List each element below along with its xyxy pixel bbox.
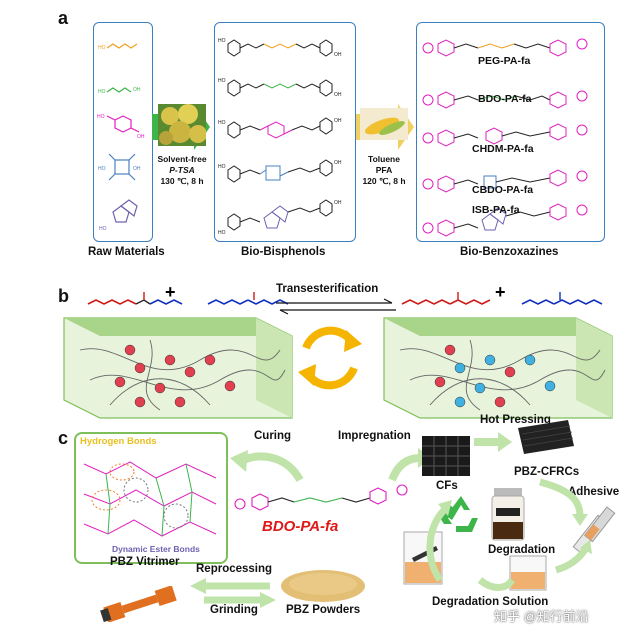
reprocessing-label: Reprocessing xyxy=(196,563,273,575)
degradation-label: Degradation xyxy=(488,544,556,556)
product-bdo: BDO-PA-fa xyxy=(478,93,532,105)
panel-b-letter: b xyxy=(58,286,69,306)
panel-a-letter: a xyxy=(58,8,69,28)
cbdo-structure xyxy=(108,153,136,181)
ester-product-right xyxy=(401,292,603,305)
curing-label: Curing xyxy=(254,430,292,442)
product-chdm: CHDM-PA-fa xyxy=(472,143,534,155)
svg-text:OH: OH xyxy=(137,134,145,140)
degradation-vial-icon xyxy=(491,488,525,541)
step2-line2: PFA xyxy=(375,165,393,175)
bdo-structure xyxy=(106,87,132,93)
svg-text:HO: HO xyxy=(218,38,226,44)
adhesive-joint-icon xyxy=(572,506,616,554)
degradation-solution-label: Degradation Solution xyxy=(432,596,549,608)
adhesive-label: Adhesive xyxy=(568,486,620,498)
product-peg: PEG-PA-fa xyxy=(478,55,531,67)
raw-material-structures: HO HO OH HO OH HO OH HO xyxy=(97,43,145,232)
benzoxazines-title: Bio-Benzoxazines xyxy=(460,246,559,258)
plus-right: + xyxy=(495,282,506,302)
svg-text:HO: HO xyxy=(218,164,226,170)
monomer-label: BDO-PA-fa xyxy=(262,518,339,535)
peg-structure xyxy=(106,43,138,49)
equilibrium-arrows xyxy=(276,298,396,315)
ester-reactant-left xyxy=(87,292,289,305)
hydrogen-bonds-label: Hydrogen Bonds xyxy=(80,436,157,447)
svg-text:HO: HO xyxy=(218,78,226,84)
step2-line1: Toluene xyxy=(368,154,400,164)
dynamic-ester-bonds-label: Dynamic Ester Bonds xyxy=(112,544,200,554)
svg-text:HO: HO xyxy=(98,166,106,172)
beaker-right-icon xyxy=(509,555,547,591)
svg-text:OH: OH xyxy=(133,87,141,93)
cfrc-plate-icon xyxy=(518,420,574,454)
step2-conditions: Toluene PFA 120 ℃, 8 h xyxy=(352,154,416,187)
cfrc-label: PBZ-CFRCs xyxy=(514,466,580,478)
network-block-right xyxy=(383,317,613,419)
corn-photo xyxy=(360,108,408,140)
svg-text:HO: HO xyxy=(218,120,226,126)
network-block-left xyxy=(63,317,293,419)
svg-text:OH: OH xyxy=(334,52,342,58)
grinding-arrow xyxy=(204,592,276,608)
step1-line2: P-TSA xyxy=(169,165,195,175)
svg-text:HO: HO xyxy=(98,45,106,51)
svg-text:OH: OH xyxy=(133,166,141,172)
svg-text:HO: HO xyxy=(97,114,105,120)
svg-text:HO: HO xyxy=(218,230,226,236)
pbz-powder-icon xyxy=(281,570,365,602)
pbz-powders-label: PBZ Powders xyxy=(286,604,361,616)
fruit-photo xyxy=(158,104,206,146)
dogbone-specimen-icon xyxy=(100,586,177,622)
svg-text:OH: OH xyxy=(334,118,342,124)
hot-pressing-label: Hot Pressing xyxy=(480,414,551,426)
bisphenol-structures: HO OH HO OH HO OH HO OH HO OH xyxy=(218,38,342,236)
benzoxazine-structures xyxy=(422,38,588,237)
recycle-flow-arrows xyxy=(426,478,592,591)
chdm-structure xyxy=(106,115,140,133)
svg-text:OH: OH xyxy=(334,92,342,98)
vitrimer-network xyxy=(83,461,217,537)
cfs-label: CFs xyxy=(436,480,458,492)
vitrimer-label: PBZ Vitrimer xyxy=(110,556,180,568)
reprocessing-arrow xyxy=(190,578,270,594)
reversible-cycle-arrows xyxy=(298,326,362,390)
panel-c-letter: c xyxy=(58,428,69,448)
benzoxazines-box xyxy=(416,22,605,242)
svg-text:OH: OH xyxy=(334,200,342,206)
raw-materials-title: Raw Materials xyxy=(88,246,165,258)
curing-arrow xyxy=(230,450,304,483)
watermark: 知乎 @知行前沿 xyxy=(494,609,589,624)
step1-line1: Solvent-free xyxy=(157,154,207,164)
step1-line3: 130 ℃, 8 h xyxy=(160,176,204,186)
svg-text:OH: OH xyxy=(334,160,342,166)
bisphenols-title: Bio-Bisphenols xyxy=(241,246,326,258)
step1-conditions: Solvent-free P-TSA 130 ℃, 8 h xyxy=(148,154,216,187)
hot-pressing-arrow xyxy=(474,432,512,452)
monomer-structure xyxy=(234,484,408,511)
plus-left: + xyxy=(165,282,176,302)
carbon-fiber-icon xyxy=(422,436,470,476)
impregnation-label: Impregnation xyxy=(338,430,411,442)
step2-line3: 120 ℃, 8 h xyxy=(362,176,406,186)
isb-structure xyxy=(112,199,138,223)
svg-text:HO: HO xyxy=(98,89,106,95)
grinding-label: Grinding xyxy=(210,604,258,616)
transesterification-label: Transesterification xyxy=(276,283,379,295)
product-cbdo: CBDO-PA-fa xyxy=(472,184,534,196)
svg-text:HO: HO xyxy=(99,226,107,232)
product-isb: ISB-PA-fa xyxy=(472,204,520,216)
